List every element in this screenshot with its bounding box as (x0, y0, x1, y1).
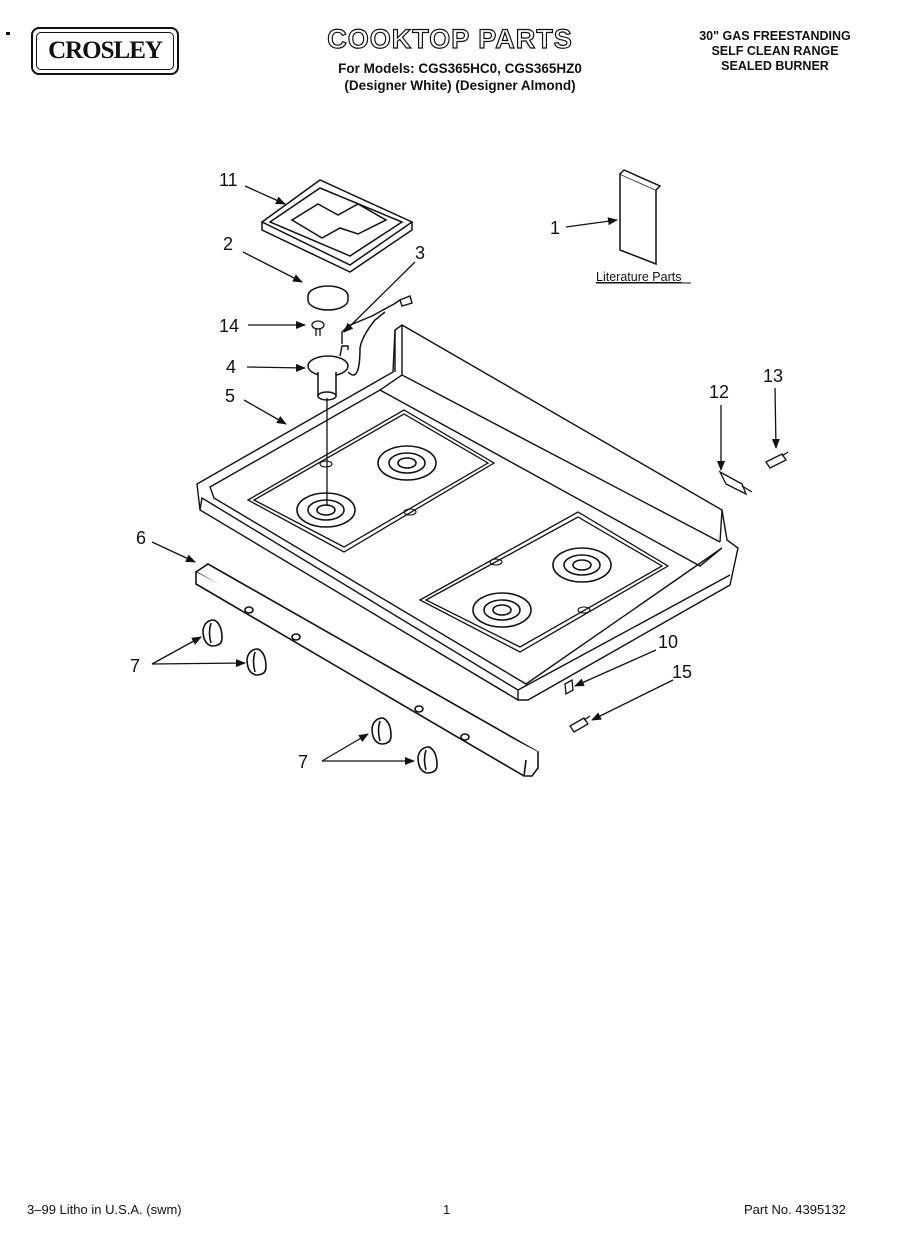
page-corner-mark (6, 32, 10, 35)
range-line-1: 30" GAS FREESTANDING (699, 29, 851, 43)
callout-2: 2 (223, 234, 233, 254)
footer-part-number: Part No. 4395132 (744, 1202, 846, 1217)
range-line-3: SEALED BURNER (721, 59, 829, 73)
footer-print-info: 3–99 Litho in U.S.A. (swm) (27, 1202, 182, 1217)
models-line: For Models: CGS365HC0, CGS365HZ0 (338, 61, 582, 76)
footer-page-number: 1 (443, 1202, 451, 1217)
front-screw-part (569, 715, 591, 733)
burner-base (307, 311, 386, 401)
callout-10: 10 (658, 632, 678, 652)
control-knob (202, 619, 223, 647)
control-knob (417, 746, 438, 774)
callout-5: 5 (225, 386, 235, 406)
crosley-logo: CROSLEY (31, 27, 179, 75)
callout-1: 1 (550, 218, 560, 238)
control-knob (371, 717, 392, 745)
range-line-2: SELF CLEAN RANGE (711, 44, 839, 58)
callout-leaders (151, 185, 780, 765)
callout-12: 12 (709, 382, 729, 402)
literature-booklet (619, 169, 662, 266)
callout-14: 14 (219, 316, 239, 336)
callout-7: 7 (298, 752, 308, 772)
control-panel (194, 563, 540, 777)
screw-part (765, 451, 789, 469)
variants-line: (Designer White) (Designer Almond) (344, 78, 576, 93)
callout-3: 3 (415, 243, 425, 263)
callout-7: 7 (130, 656, 140, 676)
left-burner-tray (246, 409, 496, 553)
logo-inner-border (36, 32, 174, 70)
right-burner-tray (418, 511, 670, 653)
burner-left-rear (377, 445, 437, 481)
burner-grate (260, 179, 414, 273)
burner-cap (307, 285, 349, 311)
spark-igniter-wire (339, 295, 413, 357)
callout-4: 4 (226, 357, 236, 377)
callout-13: 13 (763, 366, 783, 386)
burner-right-rear (552, 547, 612, 583)
model-info: For Models: CGS365HC0, CGS365HZ0 (Design… (270, 60, 650, 94)
range-description: 30" GAS FREESTANDING SELF CLEAN RANGE SE… (660, 29, 890, 74)
burner-valve-part (718, 470, 753, 496)
clip-part (564, 678, 574, 696)
page-title: COOKTOP PARTS (327, 23, 573, 54)
callout-15: 15 (672, 662, 692, 682)
cooktop-panel (196, 324, 739, 701)
callout-6: 6 (136, 528, 146, 548)
brand-name: CROSLEY (48, 37, 163, 64)
burner-left-front (296, 492, 356, 528)
callout-11: 11 (219, 170, 238, 190)
burner-right-front (472, 592, 532, 628)
tray-igniter-holes (319, 460, 591, 614)
literature-parts-label: Literature Parts (596, 270, 681, 284)
igniter-screw (311, 320, 325, 336)
control-knob (246, 648, 267, 676)
